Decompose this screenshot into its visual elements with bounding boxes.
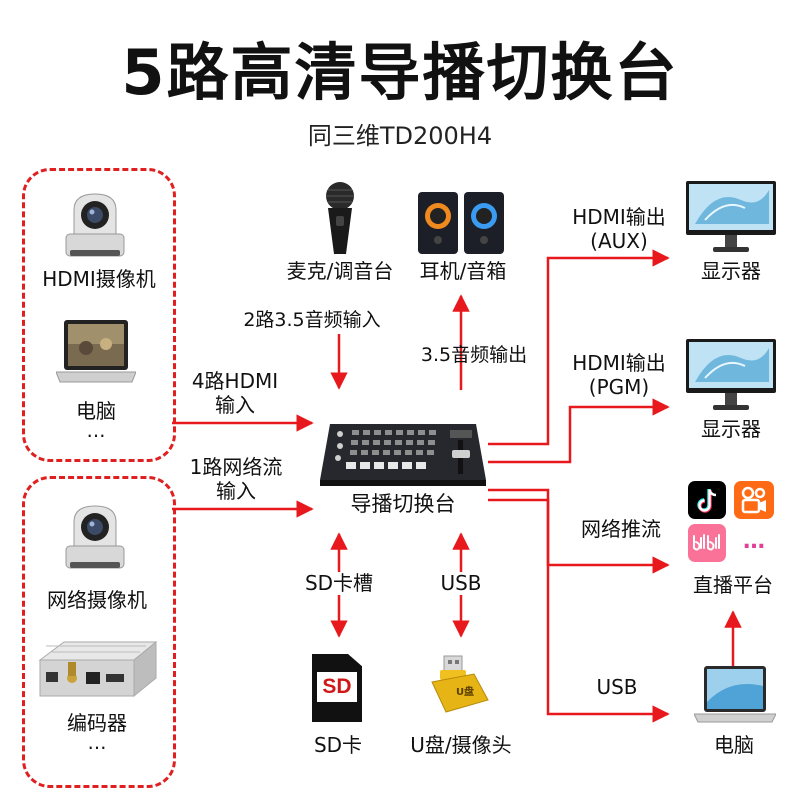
network-input-label-line1: 1路网络流 bbox=[189, 455, 283, 479]
usb-drive-camera-label: U盘/摄像头 bbox=[410, 733, 512, 757]
page-subtitle: 同三维TD200H4 bbox=[307, 122, 493, 150]
encoder-label: 编码器 bbox=[67, 711, 127, 735]
hdmi-input-label-line1: 4路HDMI bbox=[191, 369, 279, 393]
encoder-icon bbox=[38, 640, 158, 698]
hdmi-out-pgm-label-line1: HDMI输出 bbox=[572, 351, 666, 375]
hdmi-camera-label: HDMI摄像机 bbox=[42, 267, 156, 291]
sd-card-text: SD bbox=[317, 672, 357, 702]
switcher-label: 导播切换台 bbox=[350, 492, 456, 516]
network-stream-label: 网络推流 bbox=[581, 517, 661, 541]
ptz-camera-icon bbox=[65, 505, 125, 569]
mic-mixer-label: 麦克/调音台 bbox=[286, 259, 394, 283]
audio-input-label: 2路3.5音频输入 bbox=[243, 309, 381, 331]
input-group-network-box bbox=[22, 476, 176, 788]
pgm-monitor-label: 显示器 bbox=[701, 417, 761, 441]
laptop-label-left: 电脑 bbox=[76, 399, 116, 423]
pc-output-label: 电脑 bbox=[714, 733, 754, 757]
monitor-icon bbox=[686, 339, 776, 410]
more-inputs-ellipsis-1: … bbox=[86, 420, 106, 442]
hdmi-out-aux-label-line1: HDMI输出 bbox=[572, 205, 666, 229]
speaker-icon bbox=[418, 192, 504, 254]
hdmi-input-label-line2: 输入 bbox=[215, 393, 255, 417]
bilibili-icon bbox=[688, 524, 726, 562]
more-inputs-ellipsis-2: … bbox=[87, 732, 107, 754]
usb-pc-link-label: USB bbox=[596, 675, 638, 699]
usb-storage-link-label: USB bbox=[420, 572, 502, 595]
aux-monitor-label: 显示器 bbox=[701, 259, 761, 283]
sd-card-label: SD卡 bbox=[313, 733, 363, 757]
usb-drive-icon bbox=[431, 655, 489, 713]
arrow-pgm-out bbox=[488, 398, 670, 464]
tiktok-icon bbox=[688, 481, 726, 519]
network-camera-label: 网络摄像机 bbox=[47, 588, 147, 612]
microphone-icon bbox=[326, 182, 354, 254]
live-platform-label: 直播平台 bbox=[693, 573, 773, 597]
input-group-hdmi-box bbox=[22, 168, 176, 462]
sd-card-icon: SD bbox=[312, 654, 362, 722]
hdmi-out-pgm-label-line2: (PGM) bbox=[588, 375, 650, 399]
switcher-console-icon bbox=[320, 424, 486, 486]
page-title: 5路高清导播切换台 bbox=[121, 36, 679, 109]
laptop-icon bbox=[56, 320, 136, 383]
arrow-aux-out bbox=[488, 249, 670, 446]
laptop-icon bbox=[694, 666, 776, 723]
headphone-speaker-label: 耳机/音箱 bbox=[419, 259, 507, 283]
arrow-usb-pc bbox=[488, 498, 670, 723]
more-platforms-ellipsis: … bbox=[743, 529, 765, 554]
audio-output-label: 3.5音频输出 bbox=[420, 344, 528, 366]
ptz-camera-icon bbox=[65, 193, 125, 257]
network-input-label-line2: 输入 bbox=[216, 479, 256, 503]
monitor-icon bbox=[686, 181, 776, 252]
sd-slot-label: SD卡槽 bbox=[270, 572, 408, 595]
usb-drive-icon-text: U盘 bbox=[455, 687, 475, 698]
hdmi-out-aux-label-line2: (AUX) bbox=[590, 229, 648, 253]
kuaishou-icon bbox=[734, 481, 774, 519]
